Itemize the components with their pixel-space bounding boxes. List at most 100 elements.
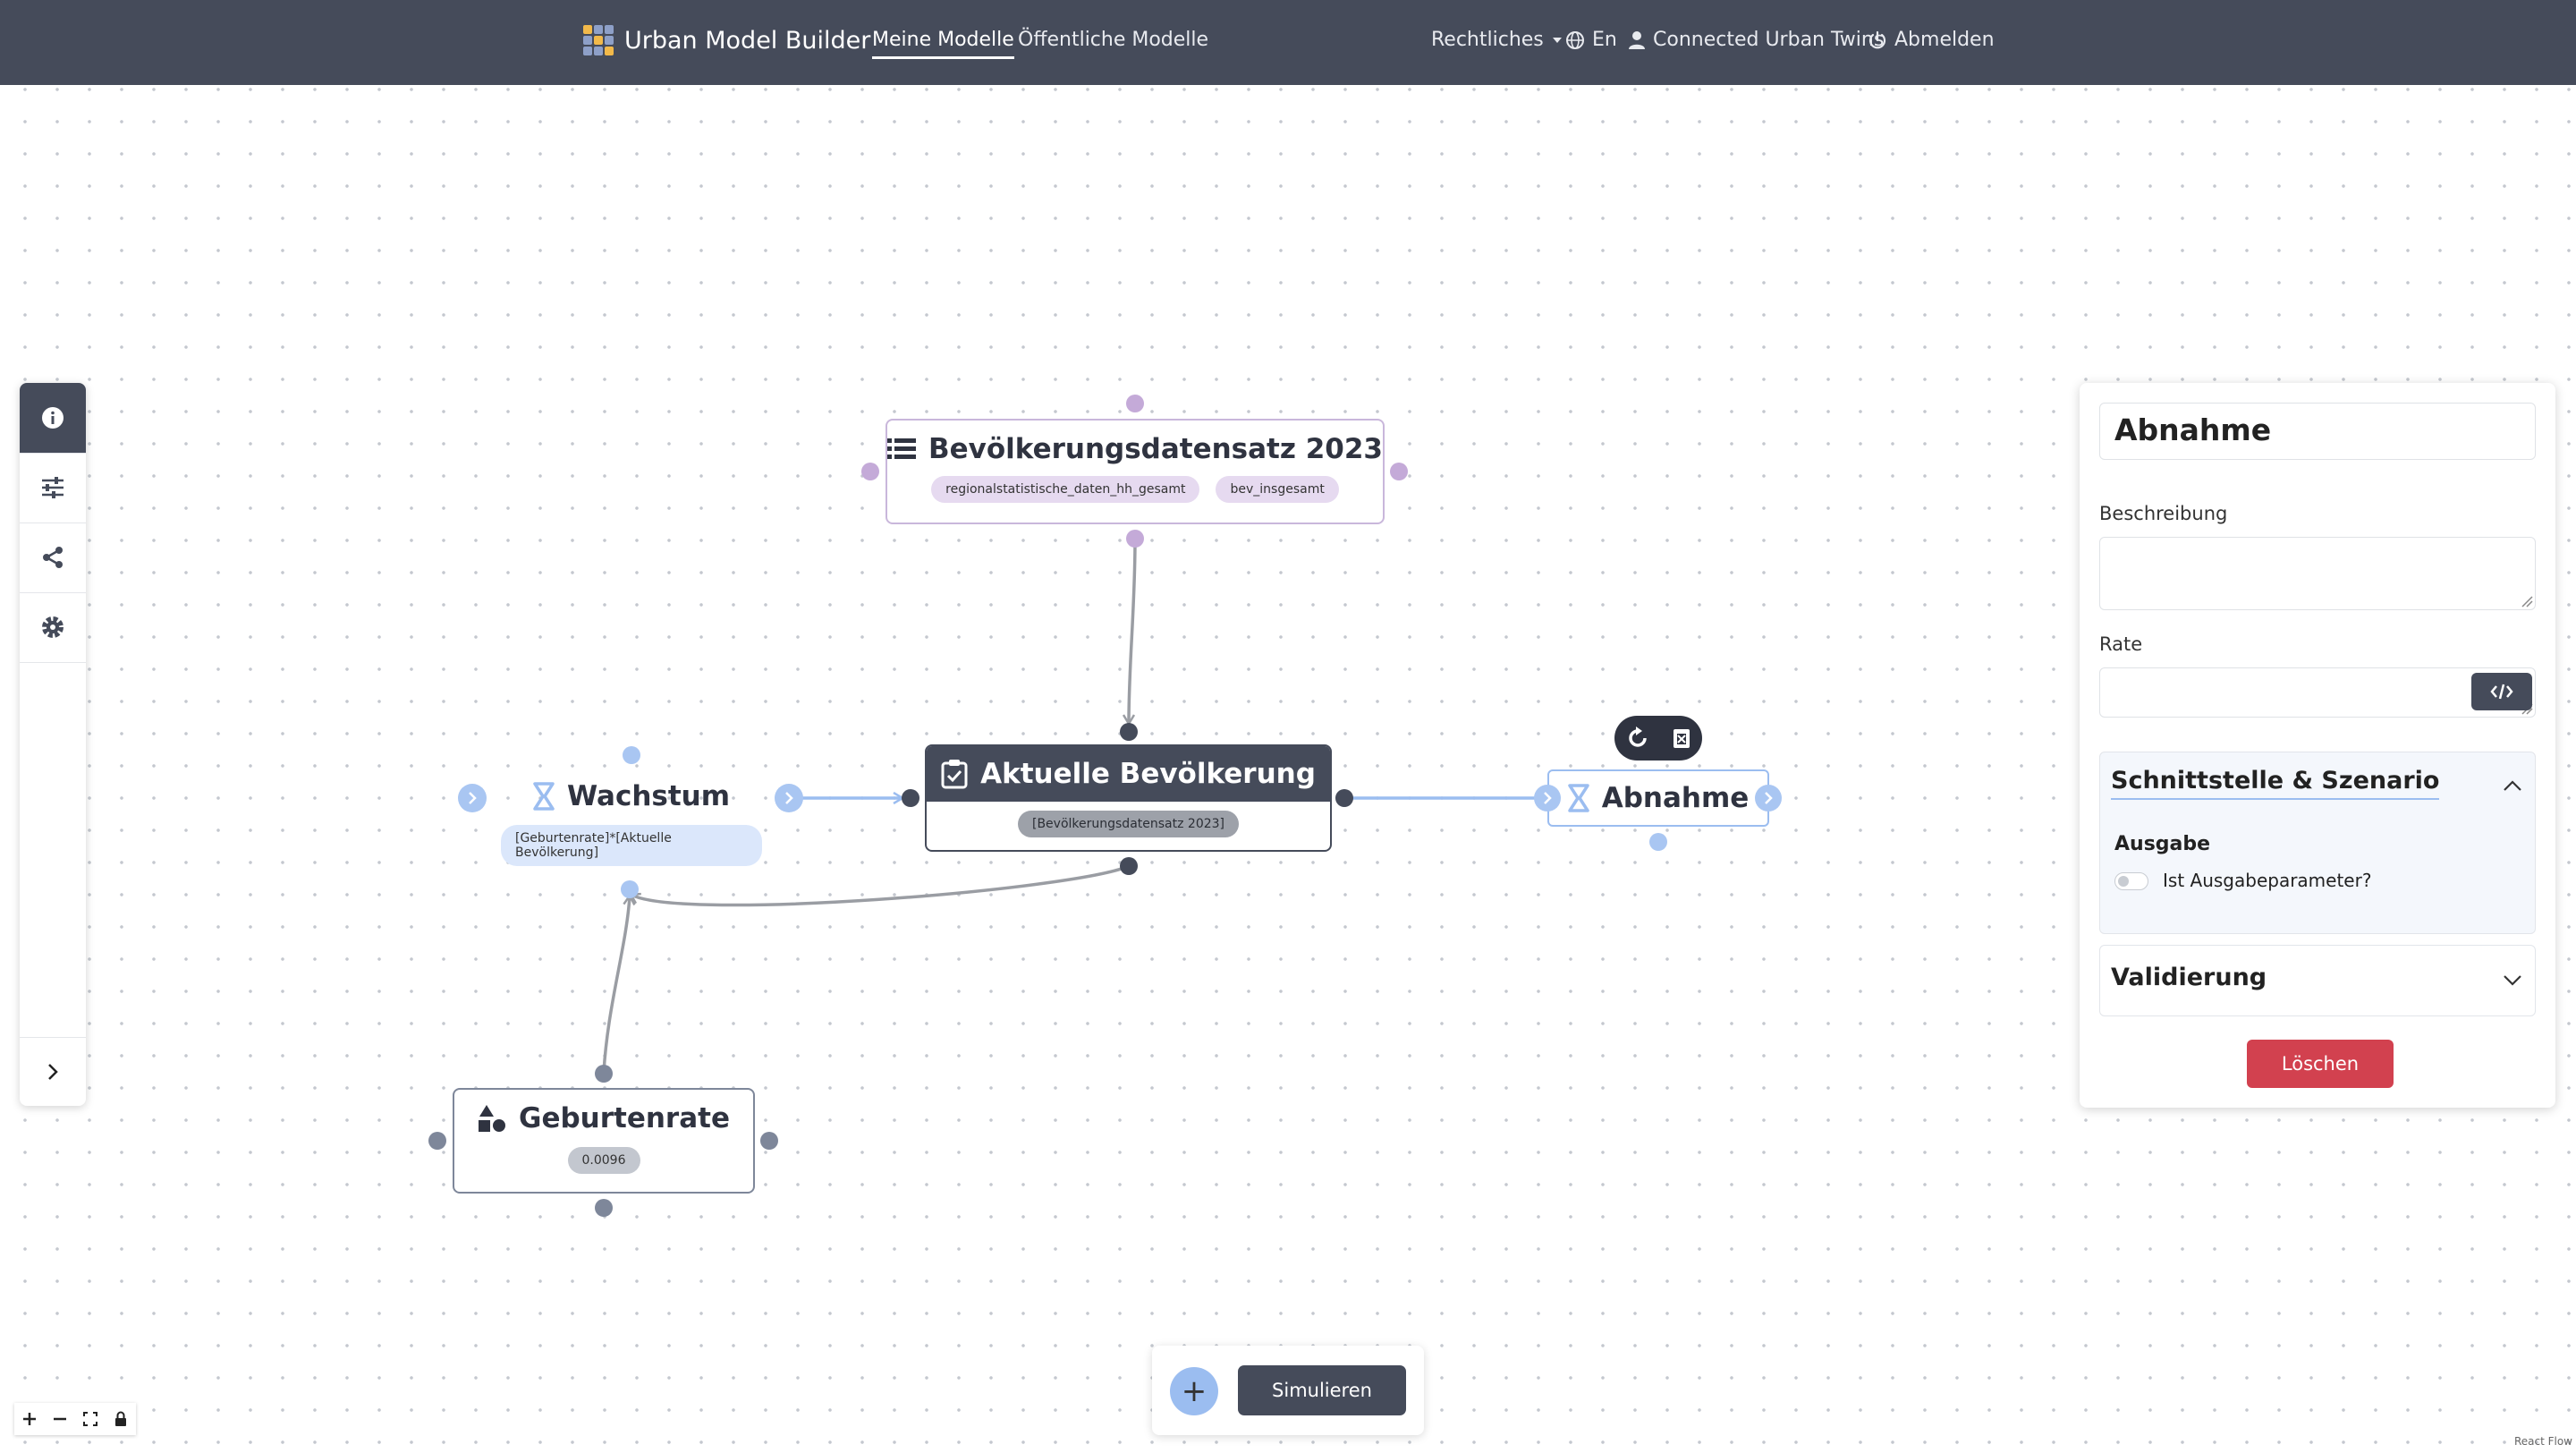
stock-tags: [Bevölkerungsdatensatz 2023] (927, 811, 1330, 837)
react-flow-attribution[interactable]: React Flow (2513, 1435, 2572, 1448)
hourglass-icon (533, 782, 555, 811)
validation-header[interactable]: Validierung (2111, 964, 2267, 991)
outflow-port-right[interactable] (1755, 785, 1782, 811)
edge-stock-to-inflow[interactable] (631, 864, 1130, 907)
stock-handle-right[interactable] (1335, 789, 1353, 807)
variable-handle-right[interactable] (760, 1132, 778, 1150)
info-button[interactable] (20, 383, 86, 454)
variable-value: 0.0096 (454, 1147, 753, 1174)
variable-handle-top[interactable] (595, 1065, 613, 1083)
caret-down-icon (1552, 37, 1562, 43)
stock-handle-bottom[interactable] (1120, 857, 1138, 875)
outflow-handle-bottom[interactable] (1649, 833, 1667, 851)
outflow-node-header: Abnahme (1549, 771, 1767, 825)
inflow-handle-bottom[interactable] (621, 880, 639, 898)
dataset-node-title: Bevölkerungsdatensatz 2023 (928, 433, 1383, 465)
canvas-controls (14, 1403, 136, 1435)
settings-button[interactable] (20, 592, 86, 663)
description-label: Beschreibung (2099, 503, 2228, 524)
dataset-node-header: Bevölkerungsdatensatz 2023 (887, 433, 1383, 465)
delete-icon[interactable] (1672, 726, 1691, 750)
stock-node[interactable]: Aktuelle Bevölkerung [Bevölkerungsdatens… (925, 744, 1332, 852)
hourglass-icon (1567, 784, 1589, 812)
outflow-node[interactable]: Abnahme (1547, 769, 1769, 827)
output-toggle[interactable] (2114, 872, 2148, 890)
dataset-handle-top[interactable] (1126, 395, 1144, 412)
variable-handle-left[interactable] (428, 1132, 446, 1150)
delete-button[interactable]: Löschen (2247, 1040, 2394, 1088)
legal-label: Rechtliches (1431, 29, 1544, 51)
globe-icon (1566, 30, 1584, 49)
inflow-node-title: Wachstum (566, 780, 731, 812)
share-button[interactable] (20, 523, 86, 593)
inflow-formula: [Geburtenrate]*[Aktuelle Bevölkerung] (501, 825, 762, 866)
zoom-in-icon[interactable] (14, 1403, 45, 1435)
inflow-port-right[interactable] (775, 784, 803, 812)
language-switch[interactable]: En (1565, 29, 1617, 51)
simulate-button[interactable]: Simulieren (1238, 1365, 1406, 1415)
clipboard-check-icon (941, 760, 968, 789)
node-name-input[interactable]: Abnahme (2099, 403, 2536, 460)
outflow-port-left[interactable] (1534, 785, 1561, 811)
inflow-node-header: Wachstum (501, 780, 762, 812)
variable-node[interactable]: Geburtenrate 0.0096 (453, 1088, 755, 1194)
variable-handle-bottom[interactable] (595, 1199, 613, 1217)
output-heading: Ausgabe (2114, 833, 2211, 855)
dataset-tag: bev_insgesamt (1216, 476, 1339, 503)
user-icon (1629, 30, 1645, 49)
user-menu[interactable]: Connected Urban Twins (1628, 29, 1884, 51)
shapes-icon (479, 1105, 505, 1132)
edge-dataset-to-stock[interactable] (1129, 539, 1137, 723)
lock-icon[interactable] (106, 1403, 136, 1435)
dataset-handle-right[interactable] (1390, 463, 1408, 480)
dataset-handle-left[interactable] (861, 463, 879, 480)
rotate-icon[interactable] (1625, 726, 1650, 751)
nav-my-models[interactable]: Meine Modelle (872, 29, 1014, 59)
chevron-right-icon (785, 792, 793, 804)
stock-tag: [Bevölkerungsdatensatz 2023] (1017, 811, 1240, 837)
dataset-node[interactable]: Bevölkerungsdatensatz 2023 regionalstati… (886, 419, 1385, 524)
stock-handle-left[interactable] (902, 789, 919, 807)
expand-toolbar-button[interactable] (20, 1037, 86, 1106)
inflow-port-left[interactable] (458, 784, 487, 812)
output-toggle-label: Ist Ausgabeparameter? (2163, 870, 2372, 891)
inflow-handle-top[interactable] (623, 746, 640, 764)
zoom-out-icon[interactable] (45, 1403, 75, 1435)
info-icon (42, 407, 64, 429)
interface-scenario-section: Schnittstelle & Szenario Ausgabe Ist Aus… (2099, 752, 2536, 934)
interface-scenario-header[interactable]: Schnittstelle & Szenario (2111, 767, 2440, 800)
list-icon (887, 438, 916, 459)
chevron-down-icon[interactable] (2503, 974, 2522, 987)
description-textarea[interactable] (2099, 537, 2536, 610)
brand[interactable]: Urban Model Builder (583, 25, 870, 55)
legal-dropdown[interactable]: Rechtliches (1431, 29, 1563, 51)
dataset-tags: regionalstatistische_daten_hh_gesamt bev… (887, 476, 1383, 503)
chevron-right-icon (1544, 792, 1552, 804)
chevron-right-icon (1765, 792, 1773, 804)
stock-node-title: Aktuelle Bevölkerung (980, 758, 1316, 790)
user-name: Connected Urban Twins (1653, 29, 1885, 51)
add-node-button[interactable]: + (1170, 1367, 1218, 1415)
rate-label: Rate (2099, 633, 2143, 655)
dataset-handle-bottom[interactable] (1126, 530, 1144, 548)
properties-panel: Abnahme Beschreibung Rate Schnittstelle … (2080, 383, 2555, 1108)
formula-editor-button[interactable] (2471, 673, 2532, 710)
parameters-button[interactable] (20, 453, 86, 523)
rate-input[interactable] (2099, 667, 2536, 718)
code-icon (2490, 684, 2513, 700)
inflow-formula-tag: [Geburtenrate]*[Aktuelle Bevölkerung] (501, 825, 762, 866)
chevron-right-icon (469, 792, 477, 804)
inflow-node[interactable]: Wachstum [Geburtenrate]*[Aktuelle Bevölk… (501, 768, 762, 868)
fit-view-icon[interactable] (75, 1403, 106, 1435)
chevron-up-icon[interactable] (2503, 779, 2522, 792)
stock-handle-top[interactable] (1120, 723, 1138, 741)
validation-section: Validierung (2099, 945, 2536, 1016)
logout-button[interactable]: Abmelden (1868, 29, 1995, 51)
nav-public-models[interactable]: Öffentliche Modelle (1018, 29, 1209, 51)
outflow-node-title: Abnahme (1601, 782, 1750, 814)
chevron-right-icon (48, 1064, 58, 1080)
power-icon (1868, 30, 1886, 48)
variable-node-title: Geburtenrate (519, 1102, 730, 1134)
edge-variable-to-inflow[interactable] (602, 896, 630, 1073)
